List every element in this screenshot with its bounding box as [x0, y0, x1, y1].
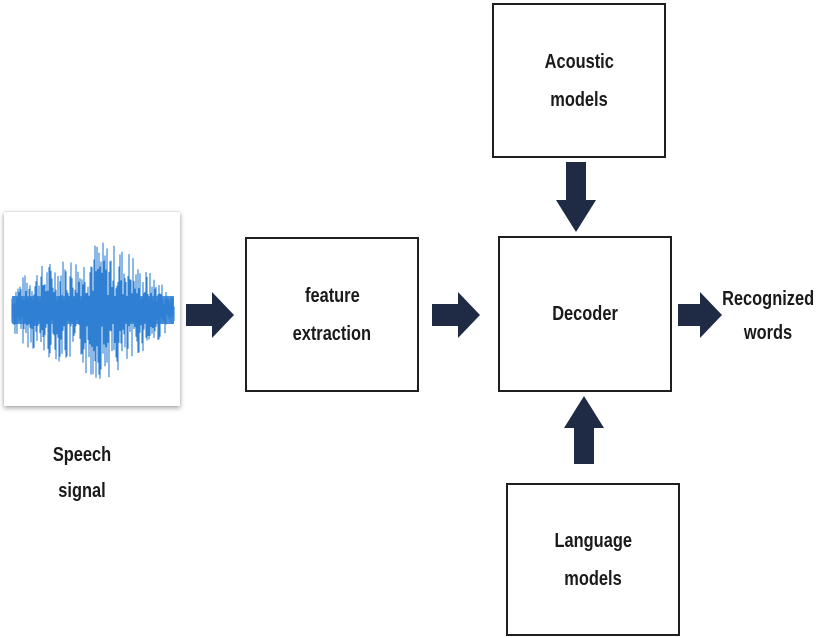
- decoder-label: Decoder: [552, 303, 618, 325]
- language-models-line2: models: [564, 567, 622, 590]
- speech-signal-label: Speech signal: [22, 437, 142, 509]
- feature-extraction-line1: feature: [304, 284, 360, 307]
- waveform-icon: [11, 242, 175, 379]
- waveform-core: [12, 296, 174, 324]
- recognized-words-label: Recognized words: [712, 282, 824, 350]
- feature-extraction-box: feature extraction: [245, 237, 419, 392]
- acoustic-models-box: Acoustic models: [492, 3, 666, 158]
- arrow-signal-to-features: [186, 292, 234, 338]
- speech-signal-line1: Speech: [52, 444, 112, 466]
- language-models-line1: Language: [554, 529, 632, 552]
- speech-waveform-image: [4, 212, 180, 406]
- recognized-words-line2: words: [743, 322, 793, 344]
- arrow-features-to-decoder: [432, 292, 480, 338]
- arrow-decoder-to-output: [678, 292, 722, 338]
- arrow-language-to-decoder: [564, 396, 604, 464]
- feature-extraction-line2: extraction: [292, 322, 372, 345]
- arrow-acoustic-to-decoder: [556, 162, 596, 232]
- acoustic-models-line1: Acoustic: [544, 50, 614, 73]
- acoustic-models-line2: models: [550, 88, 608, 111]
- language-models-box: Language models: [506, 483, 680, 636]
- decoder-box: Decoder: [498, 236, 672, 392]
- recognized-words-line1: Recognized: [722, 288, 815, 310]
- speech-signal-line2: signal: [58, 480, 106, 502]
